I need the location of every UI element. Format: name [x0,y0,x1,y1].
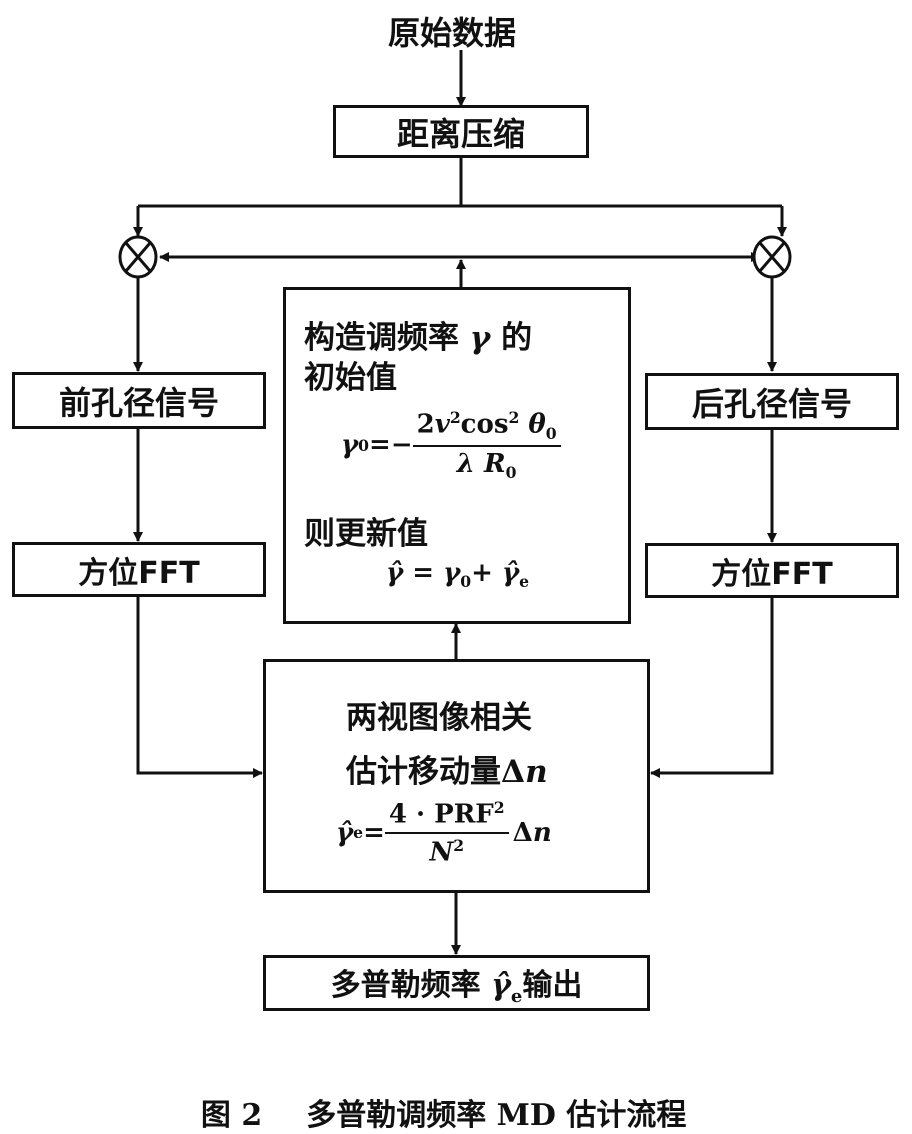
output-gamma-sub: e [510,985,523,1007]
corr-eq: = [363,817,385,848]
rear-aperture-label: 后孔径信号 [691,384,852,423]
corr-num-sup: 2 [493,798,505,817]
corr-tail-delta: Δ [512,817,533,848]
formula-denominator: λ R0 [457,447,517,482]
init-line1-text: 构造调频率 [304,320,459,356]
corr-numerator: 4 · PRF2 [384,798,509,834]
caption-figure-no: 图 2 [200,1098,263,1133]
init-line1-suffix: 的 [501,320,533,356]
num-v-sup: 2 [449,408,461,427]
update-formula: γ̂ = γ0+ γ̂e [386,558,529,591]
azimuth-fft-left-label: 方位FFT [78,555,200,591]
update-gamma-e-hat: γ̂ [501,558,520,588]
num-2: 2 [416,409,435,440]
corr-gamma-hat: γ̂ [336,817,354,848]
corr-delta: Δ [501,754,526,790]
arrow-left-fft-to-corr [136,596,263,778]
caption-title: 多普勒调频率 MD 估计流程 [306,1098,687,1133]
corr-gamma-sub: e [353,823,364,843]
den-R: R [484,448,506,479]
corr-tail-n: n [532,817,552,848]
num-theta-sub: 0 [545,423,557,443]
corr-line2-text: 估计移动量 [346,754,501,790]
front-aperture-label: 前孔径信号 [58,383,219,422]
num-cos: cos [460,409,509,440]
num-cos-sup: 2 [508,408,520,427]
output-prefix: 多普勒频率 [330,967,481,1003]
init-gamma: γ [469,320,491,356]
range-compression-label: 距离压缩 [396,114,525,153]
init-line2: 初始值 [304,360,397,396]
output-gamma-hat: γ̂ [491,967,511,1003]
arrow-right-fft-to-corr [650,597,774,778]
den-lambda: λ [456,448,475,479]
azimuth-fft-left-box: 方位FFT [12,542,266,597]
figure-caption: 图 2 多普勒调频率 MD 估计流程 [180,1055,686,1134]
output-box: 多普勒频率 γ̂e输出 [263,955,650,1011]
corr-denominator: N2 [429,834,464,868]
update-gamma-hat: γ̂ [386,558,404,588]
corr-den-N: N [429,837,454,868]
output-suffix: 输出 [522,967,583,1003]
rear-aperture-box: 后孔径信号 [645,373,899,430]
update-gamma-e-sub: e [519,572,530,592]
connector-lines [118,50,792,955]
update-plus: + [471,558,502,588]
corr-line2: 估计移动量Δn [346,746,548,791]
formula-gamma0-sub: 0 [358,435,370,455]
update-eq: = [403,558,444,588]
corr-line1: 两视图像相关 [346,700,532,736]
den-R-sub: 0 [505,463,517,483]
input-label: 原始数据 [388,14,517,52]
formula-eq: =− [369,430,413,461]
update-label: 则更新值 [304,516,428,552]
update-gamma0: γ [443,558,461,588]
corr-n: n [525,754,548,790]
output-label: 多普勒频率 γ̂e输出 [331,960,583,1007]
corr-den-sup: 2 [453,835,465,855]
corr-num-text: 4 · PRF [388,799,494,830]
azimuth-fft-right-label: 方位FFT [711,556,833,592]
num-theta: θ [528,409,546,440]
init-line1: 构造调频率 γ 的 [304,312,532,357]
right-mixer-icon [752,235,792,279]
update-gamma0-sub: 0 [460,572,472,592]
num-v: v [434,409,450,440]
formula-gamma0: γ [341,430,359,461]
range-compression-box: 距离压缩 [333,105,589,158]
front-aperture-box: 前孔径信号 [12,372,266,429]
left-mixer-icon [118,235,158,279]
formula-numerator: 2v2cos2 θ0 [412,408,561,447]
azimuth-fft-right-box: 方位FFT [645,543,899,598]
